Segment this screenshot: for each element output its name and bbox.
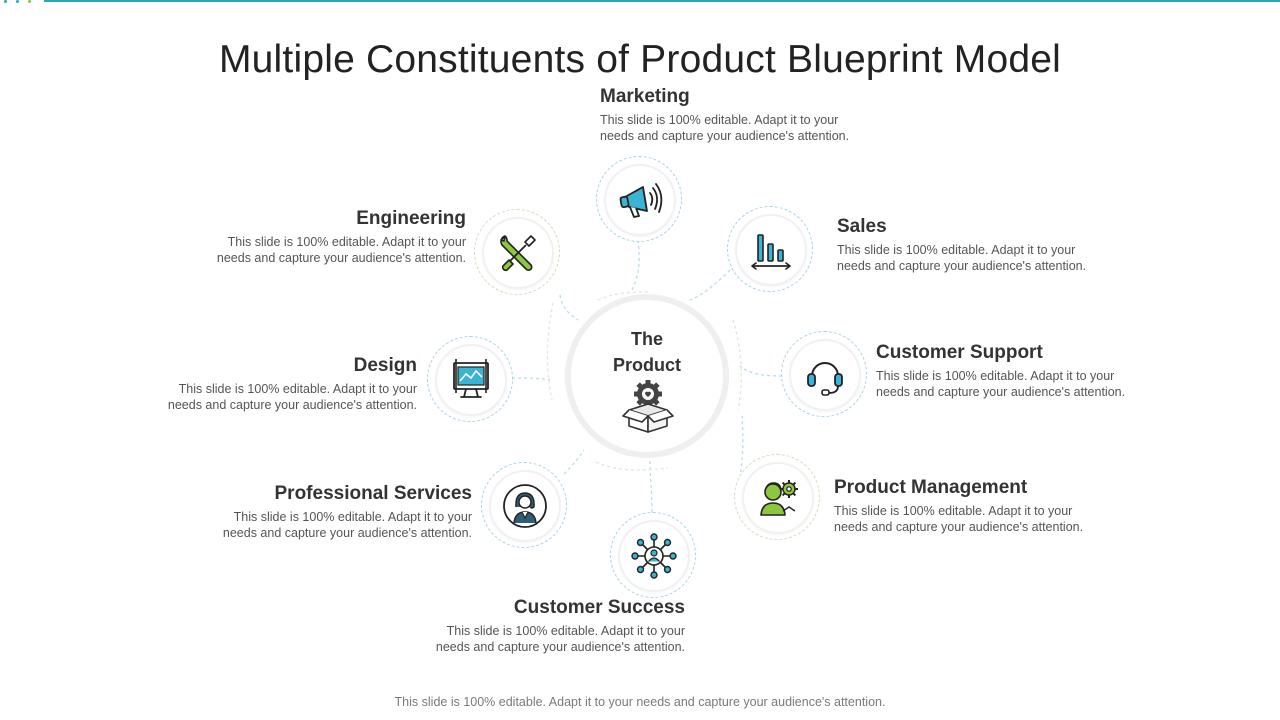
manager-gear-icon xyxy=(760,480,798,516)
network-user-icon xyxy=(631,533,677,579)
design-description: This slide is 100% editable. Adapt it to… xyxy=(167,382,417,412)
customer-support-title: Customer Support xyxy=(876,342,1043,363)
headset-icon xyxy=(807,362,843,396)
tools-icon xyxy=(500,235,536,272)
slide-title: Multiple Constituents of Product Bluepri… xyxy=(218,38,1062,82)
sales-description: This slide is 100% editable. Adapt it to… xyxy=(837,243,1087,273)
center-product-node: The Product xyxy=(565,294,729,458)
bar-chart-icon xyxy=(751,234,791,270)
marketing-label: Marketing This slide is 100% editable. A… xyxy=(600,86,910,144)
customer-success-description: This slide is 100% editable. Adapt it to… xyxy=(435,624,685,654)
product-management-node xyxy=(734,454,820,540)
sales-label: Sales This slide is 100% editable. Adapt… xyxy=(837,216,1147,274)
product-management-label: Product Management This slide is 100% ed… xyxy=(834,477,1144,535)
blueprint-monitor-icon xyxy=(453,359,489,398)
product-management-description: This slide is 100% editable. Adapt it to… xyxy=(834,504,1084,534)
marketing-description: This slide is 100% editable. Adapt it to… xyxy=(600,113,850,143)
design-title: Design xyxy=(353,355,417,376)
customer-success-label: Customer Success This slide is 100% edit… xyxy=(375,597,685,655)
professional-services-node xyxy=(481,462,567,548)
engineering-title: Engineering xyxy=(356,208,466,229)
footer-note: This slide is 100% editable. Adapt it to… xyxy=(394,695,886,709)
customer-support-label: Customer Support This slide is 100% edit… xyxy=(876,342,1186,400)
professional-services-label: Professional Services This slide is 100%… xyxy=(162,483,472,541)
engineering-label: Engineering This slide is 100% editable.… xyxy=(156,208,466,266)
marketing-node xyxy=(596,156,682,242)
customer-support-description: This slide is 100% editable. Adapt it to… xyxy=(876,369,1126,399)
customer-success-title: Customer Success xyxy=(513,597,685,618)
engineering-node xyxy=(474,209,560,295)
megaphone-icon xyxy=(619,183,663,218)
product-management-title: Product Management xyxy=(834,477,1028,498)
center-label-line2: Product xyxy=(612,355,681,375)
customer-support-node xyxy=(781,331,867,417)
sales-node xyxy=(727,206,813,292)
customer-success-node xyxy=(610,512,696,598)
center-label-line1: The xyxy=(630,329,663,349)
engineering-description: This slide is 100% editable. Adapt it to… xyxy=(216,235,466,265)
professional-services-description: This slide is 100% editable. Adapt it to… xyxy=(222,510,472,540)
design-label: Design This slide is 100% editable. Adap… xyxy=(107,355,417,413)
sales-title: Sales xyxy=(837,216,887,237)
top-accent-line xyxy=(44,0,1280,2)
product-box-gear-icon xyxy=(622,380,674,433)
professional-services-title: Professional Services xyxy=(274,483,473,504)
marketing-title: Marketing xyxy=(600,86,690,107)
design-node xyxy=(427,336,513,422)
businesswoman-icon xyxy=(503,484,547,528)
